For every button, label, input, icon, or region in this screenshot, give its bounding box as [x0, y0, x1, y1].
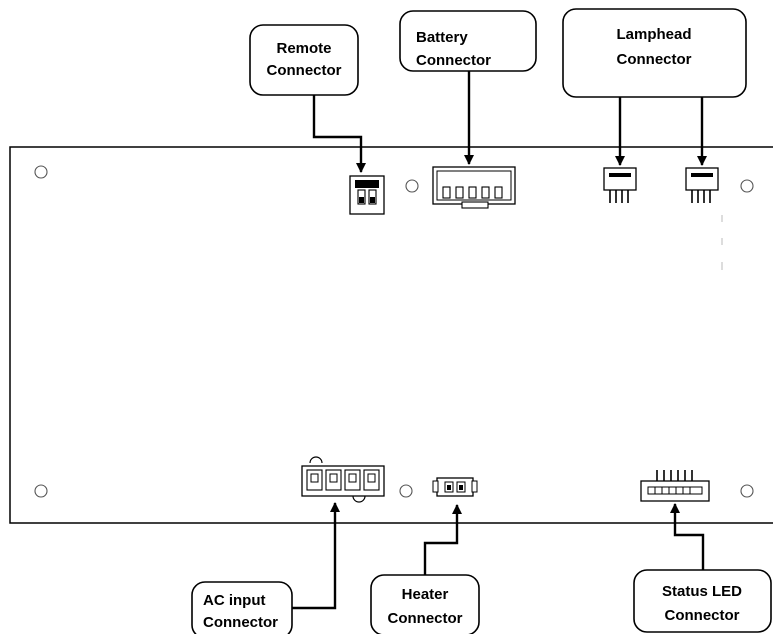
battery-callout-line1: Battery [416, 29, 468, 46]
lamphead-callout-line1: Lamphead [616, 26, 691, 43]
heater-connector-callout: Heater Connector [370, 574, 480, 634]
status-led-callout-line2: Connector [665, 607, 740, 624]
lamphead-connector-component-left [603, 167, 637, 203]
heater-callout-line2: Connector [388, 610, 463, 627]
mounting-hole [34, 165, 48, 179]
ac-input-connector-component [301, 456, 385, 503]
status-led-connector-callout: Status LED Connector [633, 569, 772, 633]
battery-connector-callout: Battery Connector [399, 10, 537, 72]
battery-callout-line2: Connector [416, 52, 491, 69]
remote-connector-component [349, 175, 385, 215]
remote-callout-line2: Connector [267, 62, 342, 79]
mounting-hole [405, 179, 419, 193]
ac-input-callout-line2: Connector [203, 614, 278, 631]
status-led-connector-leader [669, 502, 705, 570]
status-led-callout-line1: Status LED [662, 583, 742, 600]
circuit-board [9, 146, 773, 524]
remote-callout-line1: Remote [276, 40, 331, 57]
lamphead-callout-line2: Connector [617, 51, 692, 68]
mounting-hole [399, 484, 413, 498]
mounting-hole [34, 484, 48, 498]
mounting-hole [740, 179, 754, 193]
remote-connector-callout: Remote Connector [249, 24, 359, 96]
lamphead-connector-callout: Lamphead Connector [562, 8, 747, 98]
mounting-hole [740, 484, 754, 498]
battery-connector-component [432, 166, 516, 209]
heater-callout-line1: Heater [402, 586, 449, 603]
ac-input-callout-line1: AC input [203, 592, 265, 609]
status-led-connector-component [640, 470, 710, 502]
ac-input-connector-leader [292, 501, 341, 610]
ac-input-connector-callout: AC input Connector [191, 581, 293, 634]
heater-connector-leader [423, 503, 463, 575]
lamphead-connector-component-right [685, 167, 719, 203]
heater-connector-component [432, 477, 478, 497]
remote-connector-leader [312, 95, 367, 174]
